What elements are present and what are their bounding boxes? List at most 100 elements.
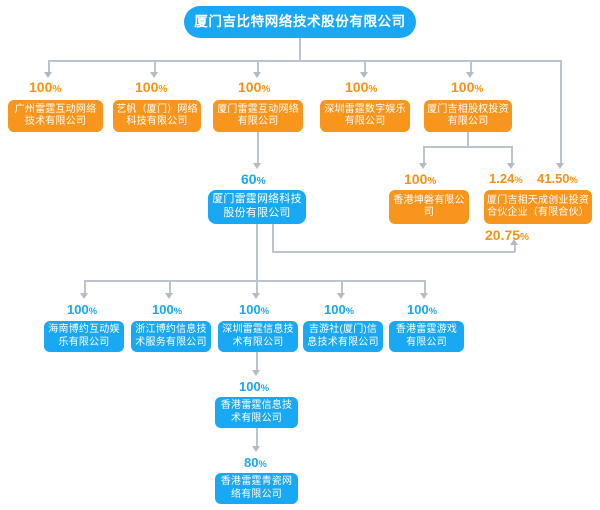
percent-l1-5-value: 100 <box>451 79 475 95</box>
node-jixiang-tiancheng[interactable]: 厦门吉相天成创业投资合伙企业（有限合伙） <box>484 190 592 224</box>
arrow-feedback-20-75 <box>510 239 518 245</box>
percent-l1-3: 100% <box>238 80 270 95</box>
arrow-l3-1 <box>80 293 88 299</box>
percent-l3-4: 100% <box>324 303 354 316</box>
node-yifan-xiamen[interactable]: 艺帆（厦门）网络科技有限公司 <box>113 100 201 132</box>
percent-hk-info-unit: % <box>260 383 270 393</box>
connector-feedback-across <box>272 251 515 253</box>
connector-drop-l1-5 <box>470 60 472 74</box>
connector-to-hk-info <box>256 352 258 372</box>
connector-leiting-down-stem <box>256 224 258 281</box>
percent-l1-3-unit: % <box>261 84 271 95</box>
connector-root-bus <box>48 60 560 62</box>
connector-jixiang-bus <box>423 146 512 148</box>
connector-drop-l3-1 <box>84 280 86 295</box>
connector-to-hk-qingci <box>256 428 258 448</box>
percent-leiting-network-unit: % <box>256 176 266 187</box>
node-hk-kunpan-label: 香港坤磐有限公司 <box>393 194 465 219</box>
percent-hk-qingci-unit: % <box>258 459 267 469</box>
node-zhejiang-boyue-label: 浙江博约信息技术服务有限公司 <box>135 324 207 348</box>
percent-l1-2: 100% <box>135 80 167 95</box>
percent-jixiang-tiancheng-bottom: 20.75% <box>485 228 529 243</box>
percent-leiting-network-value: 60 <box>241 171 257 187</box>
arrow-l1-3 <box>253 72 261 78</box>
arrow-to-leiting-network <box>253 163 261 169</box>
arrow-jixiang-tiancheng <box>507 163 515 169</box>
arrow-41-50 <box>556 163 564 169</box>
node-shenzhen-leiting-info-label: 深圳雷霆信息技术有限公司 <box>222 324 294 348</box>
arrow-l1-2 <box>150 72 158 78</box>
node-root-label: 厦门吉比特网络技术股份有限公司 <box>194 13 406 29</box>
percent-l3-1-unit: % <box>88 306 98 316</box>
percent-l3-1: 100% <box>67 303 97 316</box>
connector-to-leiting-network <box>257 132 259 165</box>
node-hk-leiting-qingci[interactable]: 香港雷霆青瓷网络有限公司 <box>215 473 298 504</box>
node-guangzhou-leiting-label: 广州雷霆互动网络技术有限公司 <box>14 103 97 128</box>
connector-drop-l3-2 <box>169 280 171 295</box>
percent-l1-3-value: 100 <box>238 79 262 95</box>
arrow-to-hk-info <box>252 370 260 376</box>
arrow-l1-5 <box>466 72 474 78</box>
node-hainan-boyue[interactable]: 海南博约互动娱乐有限公司 <box>44 321 124 352</box>
percent-jixiang-tiancheng-left-value: 1.24 <box>489 171 515 186</box>
node-shenzhen-leiting-digital[interactable]: 深圳雷霆数字娱乐有限公司 <box>320 100 410 132</box>
node-yifan-xiamen-label: 艺帆（厦门）网络科技有限公司 <box>116 103 198 128</box>
percent-l3-3-value: 100 <box>239 302 261 317</box>
percent-l3-5-unit: % <box>428 306 438 316</box>
node-zhejiang-boyue[interactable]: 浙江博约信息技术服务有限公司 <box>131 321 211 352</box>
percent-l1-4-value: 100 <box>345 79 369 95</box>
percent-l3-3-unit: % <box>260 306 270 316</box>
connector-jixiang-stem <box>467 132 469 147</box>
percent-l3-2-unit: % <box>173 306 183 316</box>
arrow-l3-2 <box>165 293 173 299</box>
percent-jixiang-tiancheng-left: 1.24% <box>489 172 523 185</box>
percent-l1-4-unit: % <box>368 84 378 95</box>
arrow-l1-1 <box>44 72 52 78</box>
percent-hk-info: 100% <box>239 380 269 393</box>
node-hk-leiting-info[interactable]: 香港雷霆信息技术有限公司 <box>215 397 298 428</box>
percent-kunpan-unit: % <box>427 176 437 187</box>
connector-root-stem <box>299 38 301 60</box>
percent-hk-qingci-value: 80 <box>244 455 259 470</box>
percent-l3-5-value: 100 <box>407 302 429 317</box>
connector-drop-l1-3 <box>257 60 259 74</box>
node-hk-leiting-games[interactable]: 香港雷霆游戏有限公司 <box>389 321 464 352</box>
node-jiyoushe-xiamen[interactable]: 吉游社(厦门)信息技术有限公司 <box>303 321 383 352</box>
percent-l3-1-value: 100 <box>67 302 89 317</box>
connector-drop-41-50 <box>560 60 562 165</box>
percent-jixiang-tiancheng-right: 41.50% <box>537 172 578 185</box>
connector-drop-l1-1 <box>48 60 50 74</box>
node-jiyoushe-xiamen-label: 吉游社(厦门)信息技术有限公司 <box>307 324 379 348</box>
node-hainan-boyue-label: 海南博约互动娱乐有限公司 <box>48 324 120 348</box>
node-xiamen-jixiang-equity[interactable]: 厦门吉相股权投资有限公司 <box>424 100 512 132</box>
arrow-l3-5 <box>420 293 428 299</box>
node-shenzhen-leiting-digital-label: 深圳雷霆数字娱乐有限公司 <box>324 103 406 128</box>
node-xiamen-leiting-hudong-label: 厦门雷霆互动网络有限公司 <box>217 103 299 128</box>
percent-l3-4-unit: % <box>345 306 355 316</box>
node-hk-leiting-games-label: 香港雷霆游戏有限公司 <box>395 324 458 348</box>
node-hk-kunpan[interactable]: 香港坤磐有限公司 <box>389 190 469 224</box>
percent-l1-2-value: 100 <box>135 79 159 95</box>
connector-drop-l1-2 <box>154 60 156 74</box>
percent-jixiang-tiancheng-bottom-value: 20.75 <box>485 227 521 243</box>
percent-jixiang-tiancheng-right-unit: % <box>569 175 578 185</box>
connector-feedback-up-left <box>272 224 274 252</box>
node-guangzhou-leiting[interactable]: 广州雷霆互动网络技术有限公司 <box>8 100 103 132</box>
node-hk-leiting-qingci-label: 香港雷霆青瓷网络有限公司 <box>220 476 293 500</box>
node-xiamen-leiting-network-label: 厦门雷霆网络科技股份有限公司 <box>212 193 302 219</box>
arrow-kunpan <box>419 163 427 169</box>
node-xiamen-leiting-hudong[interactable]: 厦门雷霆互动网络有限公司 <box>213 100 303 132</box>
percent-l1-4: 100% <box>345 80 377 95</box>
node-shenzhen-leiting-info[interactable]: 深圳雷霆信息技术有限公司 <box>218 321 298 352</box>
arrow-l1-4 <box>360 72 368 78</box>
percent-l3-3: 100% <box>239 303 269 316</box>
percent-l3-2-value: 100 <box>152 302 174 317</box>
connector-drop-l3-3 <box>256 280 258 295</box>
node-root[interactable]: 厦门吉比特网络技术股份有限公司 <box>184 6 416 38</box>
node-xiamen-leiting-network[interactable]: 厦门雷霆网络科技股份有限公司 <box>208 190 306 224</box>
percent-jixiang-tiancheng-left-unit: % <box>514 175 523 185</box>
connector-l3-bus <box>84 280 424 282</box>
percent-kunpan: 100% <box>404 172 436 187</box>
percent-l1-5: 100% <box>451 80 483 95</box>
